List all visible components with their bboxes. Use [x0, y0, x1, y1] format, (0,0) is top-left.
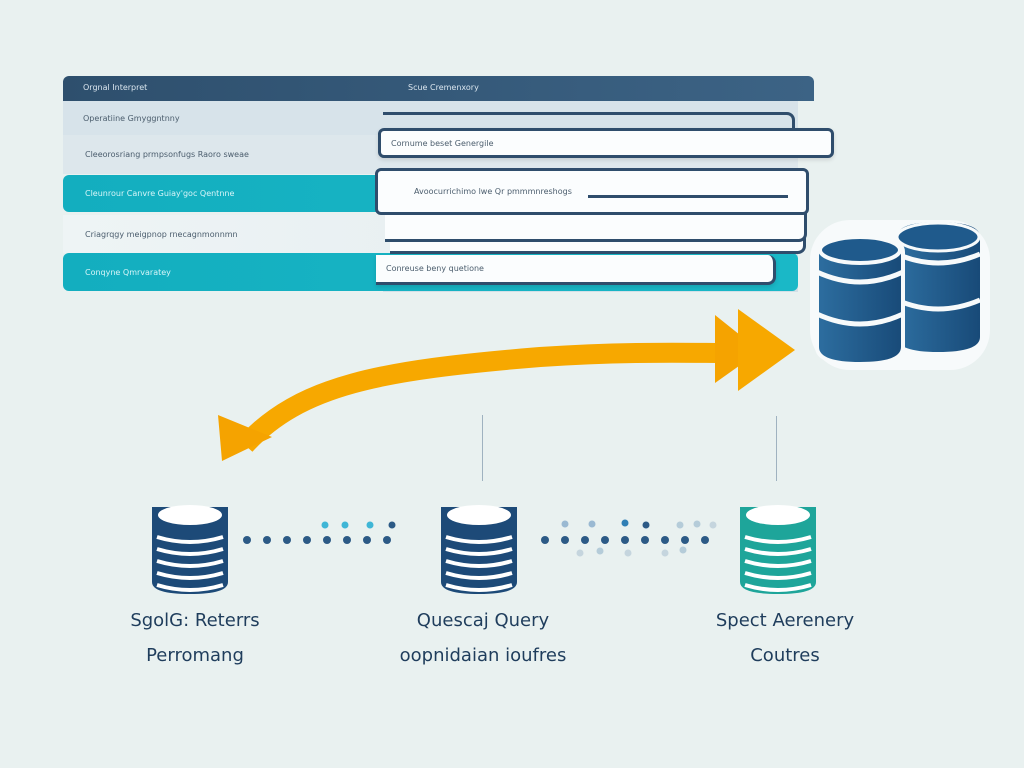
- node-title: Quescaj Query: [416, 610, 550, 631]
- flow-dot: [621, 519, 629, 527]
- query-card-label: Avoocurrichimo lwe Qr pmmmnreshogs: [414, 187, 572, 196]
- flow-dot: [661, 549, 669, 557]
- database-flow: [152, 505, 816, 594]
- database-cylinder-back: [895, 221, 981, 352]
- flow-dot: [709, 521, 717, 529]
- database-icon: [152, 505, 228, 594]
- stacked-card-back: [383, 112, 795, 140]
- query-card[interactable]: Avoocurrichimo lwe Qr pmmmnreshogs: [375, 168, 809, 215]
- flow-dot: [263, 536, 271, 544]
- node-subtitle: Coutres: [750, 645, 820, 666]
- flow-dot: [343, 536, 351, 544]
- query-card[interactable]: Cornume beset Genergile: [378, 128, 834, 158]
- row-label: Cleunrour Canvre Guiay'goc Qentnne: [85, 189, 235, 198]
- flow-dot: [341, 521, 349, 529]
- flow-dot: [321, 521, 329, 529]
- flow-dot: [601, 536, 609, 544]
- flow-dot: [243, 536, 251, 544]
- flow-dot: [323, 536, 331, 544]
- flow-dot: [303, 536, 311, 544]
- flow-dot: [541, 536, 549, 544]
- query-card-label: Conreuse beny quetione: [386, 264, 484, 273]
- flow-dot: [283, 536, 291, 544]
- connector-line: [776, 416, 777, 481]
- flow-dot: [596, 547, 604, 555]
- flow-dot: [681, 536, 689, 544]
- row-label: Cleeorosriang prmpsonfugs Raoro sweae: [85, 150, 249, 159]
- flow-dot: [366, 521, 374, 529]
- flow-dot: [641, 536, 649, 544]
- flow-dot: [576, 549, 584, 557]
- flow-dot: [676, 521, 684, 529]
- panel-header-left-title: Orgnal Interpret: [83, 83, 148, 92]
- panel-header-right-title: Scue Cremenxory: [408, 83, 479, 92]
- card-divider: [588, 195, 788, 198]
- double-headed-curved-arrow-icon: [218, 309, 795, 461]
- row-label: Operatiine Gmyggntnny: [83, 113, 180, 123]
- connector-line: [482, 415, 483, 481]
- stacked-card-layer: [385, 212, 807, 242]
- flow-dot: [679, 546, 687, 554]
- flow-dot: [383, 536, 391, 544]
- flow-dot: [621, 536, 629, 544]
- flow-dot: [624, 549, 632, 557]
- flow-dot: [588, 520, 596, 528]
- panel-header: Orgnal Interpret Scue Cremenxory: [63, 76, 814, 101]
- query-card-label: Cornume beset Genergile: [391, 138, 494, 148]
- database-icon: [740, 505, 816, 594]
- query-card[interactable]: Conreuse beny quetione: [376, 255, 776, 285]
- node-title: SgolG: Reterrs: [130, 610, 260, 631]
- row-label: Criagrqgy meigpnop rnecagnmonnmn: [85, 229, 238, 239]
- node-subtitle: oopnidaian ioufres: [399, 645, 567, 666]
- flow-dot: [561, 520, 569, 528]
- flow-dot: [388, 521, 396, 529]
- node-title: Spect Aerenery: [715, 610, 855, 631]
- flow-dot: [561, 536, 569, 544]
- database-icon: [441, 505, 517, 594]
- node-subtitle: Perromang: [146, 645, 244, 666]
- flow-dot: [701, 536, 709, 544]
- flow-dot: [363, 536, 371, 544]
- database-stack-icon: [810, 220, 990, 370]
- flow-dot: [693, 520, 701, 528]
- flow-dot: [642, 521, 650, 529]
- database-cylinder-front: [815, 233, 905, 367]
- flow-dot: [581, 536, 589, 544]
- flow-dot: [661, 536, 669, 544]
- row-label: Conqyne Qmrvaratey: [85, 267, 171, 277]
